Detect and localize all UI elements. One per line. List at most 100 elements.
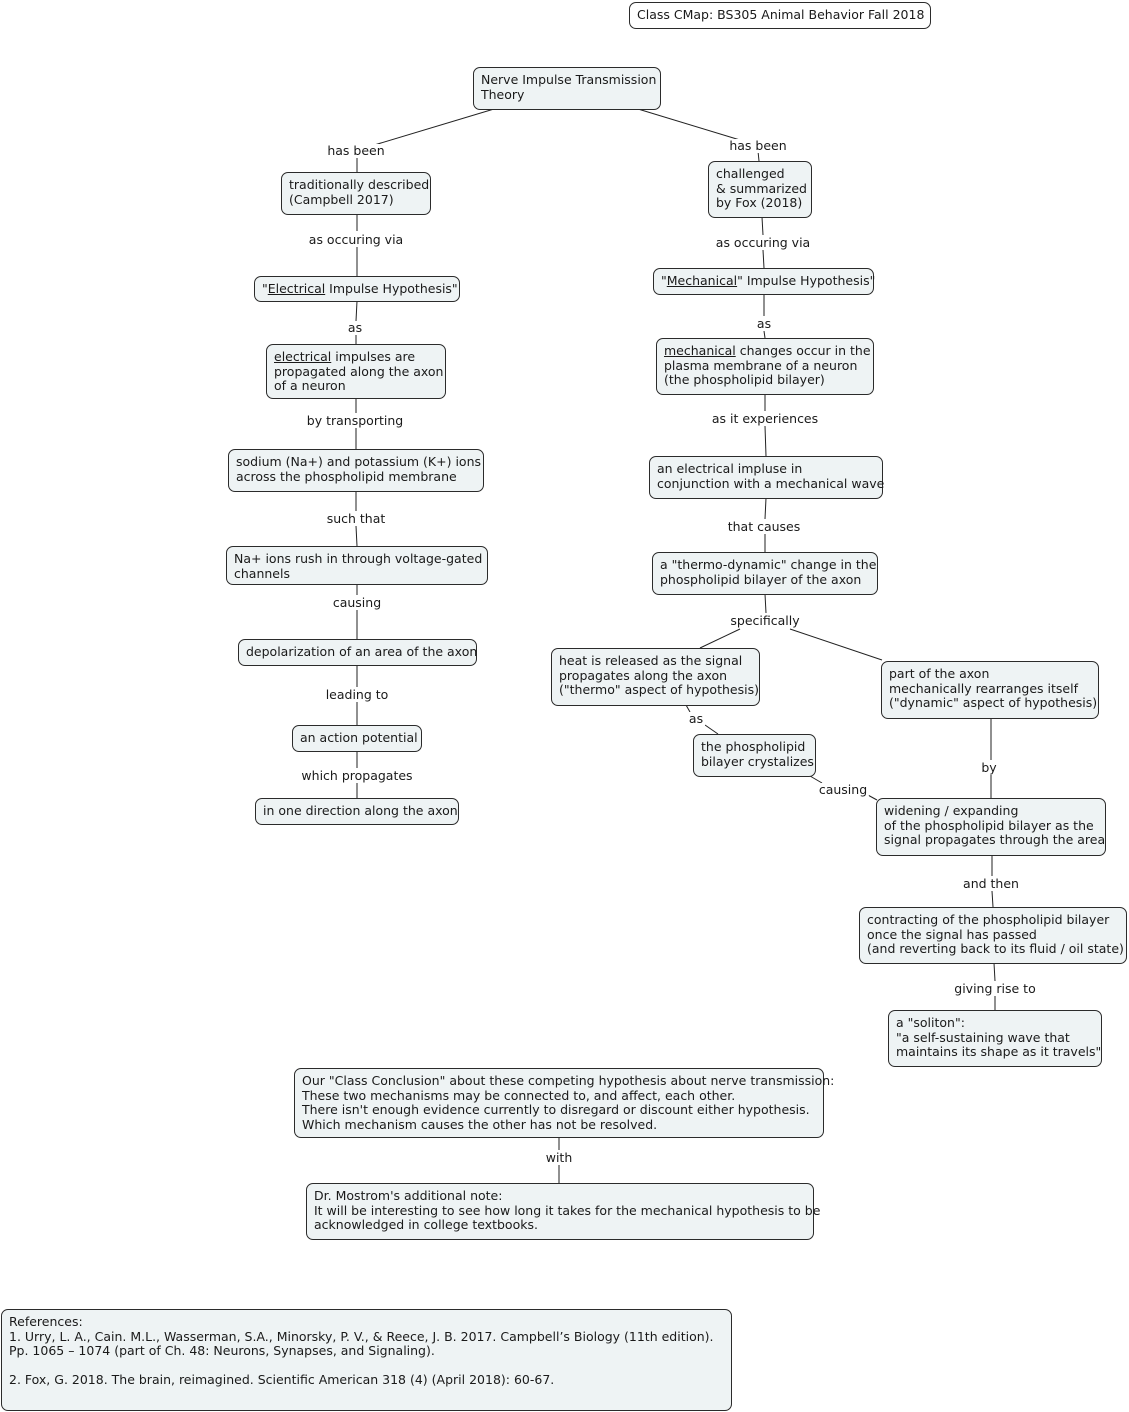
concept-one-direction: in one direction along the axon bbox=[255, 798, 459, 825]
node-line: heat is released as the signal bbox=[559, 653, 743, 668]
link-label: by transporting bbox=[304, 413, 406, 428]
node-line: plasma membrane of a neuron bbox=[664, 357, 858, 373]
concept-na-ions-rush: Na+ ions rush in through voltage-gated c… bbox=[226, 546, 488, 585]
node-line: propagates along the axon bbox=[559, 667, 728, 683]
link-label: giving rise to bbox=[952, 981, 1038, 996]
node-line: Which mechanism causes the other has not… bbox=[302, 1116, 658, 1132]
node-line: an electrical impluse in bbox=[657, 461, 803, 476]
node-line: across the phospholipid membrane bbox=[236, 468, 457, 484]
map-title: Class CMap: BS305 Animal Behavior Fall 2… bbox=[629, 2, 931, 29]
concept-mechanical-changes: mechanical changes occur in the plasma m… bbox=[656, 338, 874, 395]
concept-impulse-mechanical-wave: an electrical impluse in conjunction wit… bbox=[649, 456, 885, 499]
node-line: once the signal has passed bbox=[867, 926, 1037, 942]
node-line: It will be interesting to see how long i… bbox=[314, 1202, 821, 1218]
concept-depolarization: depolarization of an area of the axon bbox=[238, 639, 477, 666]
node-line: in one direction along the axon bbox=[263, 803, 458, 818]
node-line: challenged bbox=[716, 166, 785, 181]
node-line: & summarized bbox=[716, 180, 807, 196]
link-label: as occuring via bbox=[713, 235, 813, 250]
link-label: with bbox=[543, 1150, 575, 1165]
concept-axon-rearranges: part of the axon mechanically rearranges… bbox=[881, 661, 1099, 719]
node-line: part of the axon bbox=[889, 666, 990, 681]
reference-line: 2. Fox, G. 2018. The brain, reimagined. … bbox=[9, 1372, 555, 1388]
node-line: Nerve Impulse Transmission bbox=[481, 72, 657, 87]
class-conclusion: Our "Class Conclusion" about these compe… bbox=[294, 1068, 835, 1138]
node-line: mechanically rearranges itself bbox=[889, 680, 1078, 696]
concept-electrical-hypothesis: "Electrical Impulse Hypothesis" bbox=[254, 276, 460, 302]
concept-challenged-fox: challenged & summarized by Fox (2018) bbox=[708, 161, 812, 218]
node-line: conjunction with a mechanical wave bbox=[657, 475, 885, 491]
concept-contracting-bilayer: contracting of the phospholipid bilayer … bbox=[859, 907, 1127, 964]
node-line: a "soliton": bbox=[896, 1015, 965, 1030]
concept-soliton: a "soliton": "a self-sustaining wave tha… bbox=[888, 1010, 1102, 1067]
concept-electrical-impulses: electrical impulses are propagated along… bbox=[266, 344, 446, 399]
node-line: Theory bbox=[481, 86, 525, 102]
node-line: Our "Class Conclusion" about these compe… bbox=[302, 1073, 835, 1088]
node-line: (the phospholipid bilayer) bbox=[664, 372, 825, 388]
link-label: that causes bbox=[725, 519, 803, 534]
concept-heat-released: heat is released as the signal propagate… bbox=[551, 648, 760, 706]
node-line: These two mechanisms may be connected to… bbox=[302, 1087, 736, 1103]
node-line: (and reverting back to its fluid / oil s… bbox=[867, 941, 1124, 957]
reference-line: References: bbox=[9, 1314, 83, 1329]
node-line: propagated along the axon bbox=[274, 363, 444, 379]
node-line: traditionally described bbox=[289, 177, 430, 192]
concept-action-potential: an action potential bbox=[292, 725, 422, 752]
node-line: "a self-sustaining wave that bbox=[896, 1029, 1070, 1045]
node-line: acknowledged in college textbooks. bbox=[314, 1217, 538, 1233]
node-line: contracting of the phospholipid bilayer bbox=[867, 912, 1110, 927]
node-line: a "thermo-dynamic" change in the bbox=[660, 557, 877, 572]
link-label: such that bbox=[324, 511, 388, 526]
node-line: by Fox (2018) bbox=[716, 195, 803, 211]
node-line: the phospholipid bbox=[701, 739, 806, 754]
node-line: Na+ ions rush in through voltage-gated bbox=[234, 551, 483, 566]
reference-line bbox=[9, 1359, 724, 1374]
node-line: of the phospholipid bilayer as the bbox=[884, 817, 1094, 833]
concept-nerve-impulse-theory: Nerve Impulse Transmission Theory bbox=[473, 67, 661, 110]
node-line: Dr. Mostrom's additional note: bbox=[314, 1188, 503, 1203]
link-label: has been bbox=[727, 138, 789, 153]
underlined-term: Mechanical bbox=[666, 273, 738, 288]
link-label: leading to bbox=[323, 687, 391, 702]
underlined-term: mechanical bbox=[664, 343, 736, 358]
node-line: ("thermo" aspect of hypothesis) bbox=[559, 682, 759, 698]
concept-thermo-dynamic-change: a "thermo-dynamic" change in the phospho… bbox=[652, 552, 878, 595]
node-line: signal propagates through the area bbox=[884, 832, 1106, 848]
node-line: an action potential bbox=[300, 730, 418, 745]
concept-bilayer-crystalizes: the phospholipid bilayer crystalizes bbox=[693, 734, 816, 777]
node-line: widening / expanding bbox=[884, 803, 1019, 818]
link-label: as occuring via bbox=[306, 232, 406, 247]
link-label: by bbox=[979, 760, 999, 775]
link-label: as it experiences bbox=[709, 411, 821, 426]
references-box: References: 1. Urry, L. A., Cain. M.L., … bbox=[1, 1309, 732, 1411]
concept-traditionally-described: traditionally described (Campbell 2017) bbox=[281, 172, 431, 215]
link-label: as bbox=[754, 316, 774, 331]
concept-mechanical-hypothesis: "Mechanical" Impulse Hypothesis" bbox=[653, 268, 875, 295]
underlined-term: Electrical bbox=[267, 281, 326, 296]
reference-line: 1. Urry, L. A., Cain. M.L., Wasserman, S… bbox=[9, 1328, 714, 1344]
link-label: specifically bbox=[728, 613, 802, 628]
node-line: bilayer crystalizes bbox=[701, 753, 814, 769]
node-line: maintains its shape as it travels" bbox=[896, 1044, 1102, 1060]
link-label: has been bbox=[325, 143, 387, 158]
link-label: and then bbox=[961, 876, 1021, 891]
link-label: as bbox=[345, 320, 365, 335]
link-label: as bbox=[686, 711, 706, 726]
additional-note: Dr. Mostrom's additional note: It will b… bbox=[306, 1183, 821, 1240]
concept-widening-expanding: widening / expanding of the phospholipid… bbox=[876, 798, 1106, 856]
node-line: ("dynamic" aspect of hypothesis) bbox=[889, 695, 1098, 711]
concept-sodium-potassium-ions: sodium (Na+) and potassium (K+) ions acr… bbox=[228, 449, 484, 492]
link-label: which propagates bbox=[299, 768, 415, 783]
node-line: There isn't enough evidence currently to… bbox=[302, 1102, 810, 1118]
node-line: phospholipid bilayer of the axon bbox=[660, 571, 862, 587]
link-label: causing bbox=[330, 595, 384, 610]
node-line: sodium (Na+) and potassium (K+) ions bbox=[236, 454, 482, 469]
link-label: causing bbox=[816, 782, 870, 797]
node-line: (Campbell 2017) bbox=[289, 191, 394, 207]
underlined-term: electrical bbox=[274, 349, 332, 364]
node-line: of a neuron bbox=[274, 378, 346, 394]
reference-line: Pp. 1065 – 1074 (part of Ch. 48: Neurons… bbox=[9, 1343, 435, 1359]
node-line: channels bbox=[234, 565, 290, 581]
node-line: depolarization of an area of the axon bbox=[246, 644, 478, 659]
